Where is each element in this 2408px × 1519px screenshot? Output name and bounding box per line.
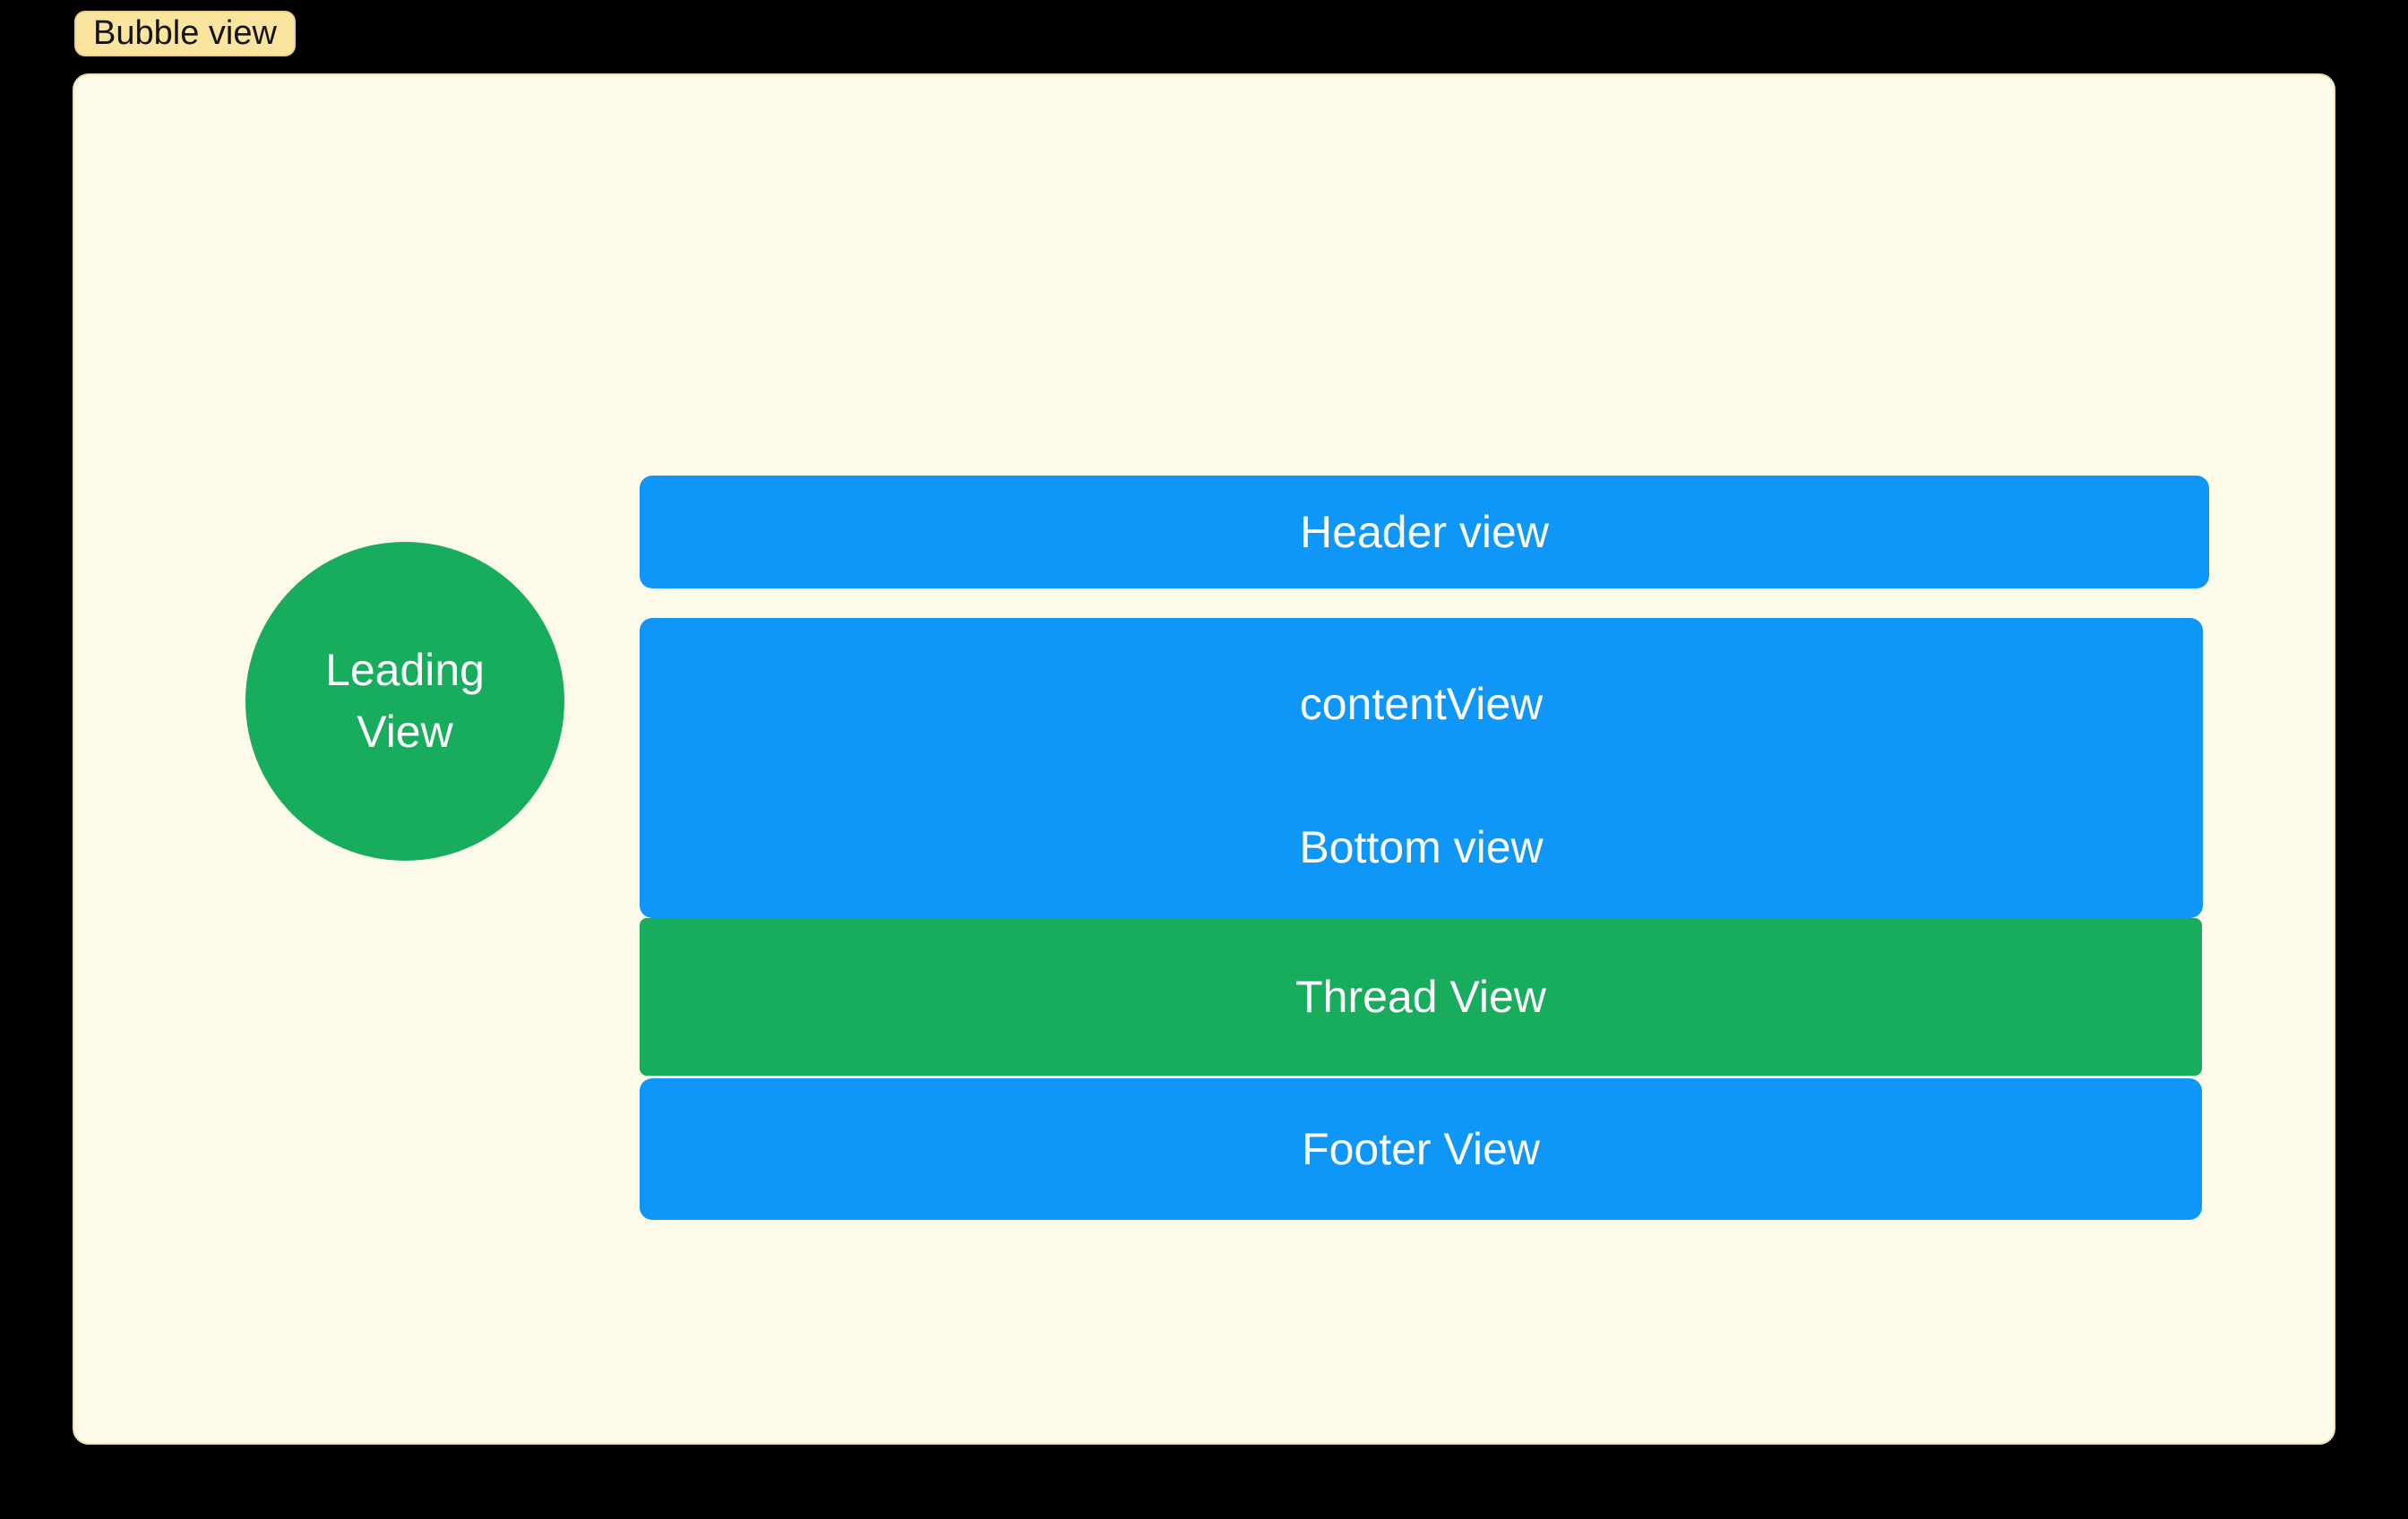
content-view-label: contentView [1299, 679, 1544, 729]
bubble-view-chip[interactable]: Bubble view [74, 11, 296, 56]
header-view-label: Header view [1300, 507, 1549, 557]
thread-view-bar: Thread View [640, 918, 2202, 1076]
bubble-view-chip-label: Bubble view [93, 14, 277, 52]
bottom-view-label: Bottom view [1299, 822, 1544, 872]
leading-view-label-line1: Leading [325, 645, 485, 695]
header-view-bar: Header view [640, 476, 2209, 588]
leading-view-circle: Leading View [245, 542, 564, 861]
content-view-block: contentView Bottom view [640, 618, 2203, 918]
footer-view-bar: Footer View [640, 1078, 2202, 1220]
footer-view-label: Footer View [1302, 1124, 1540, 1174]
thread-view-label: Thread View [1295, 972, 1546, 1022]
bubble-view-container: Leading View Header view contentView Bot… [73, 73, 2335, 1445]
leading-view-label-line2: View [357, 707, 453, 757]
